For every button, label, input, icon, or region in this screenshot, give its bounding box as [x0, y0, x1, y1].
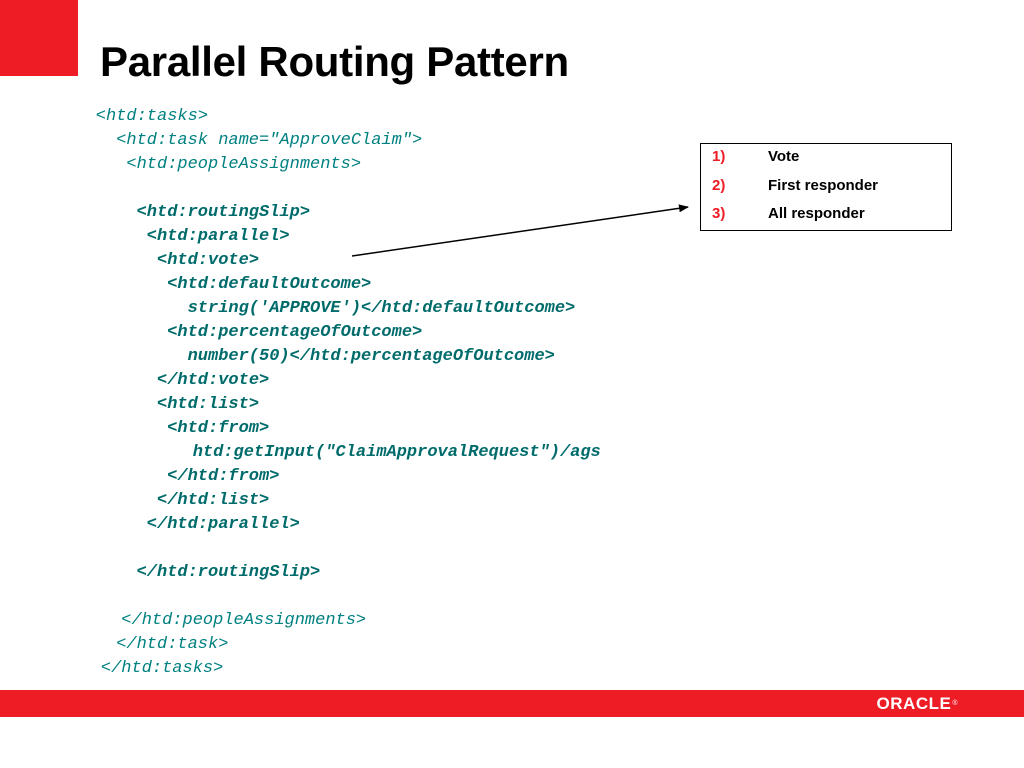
code-line: </htd:peopleAssignments> [121, 611, 367, 630]
code-line: </htd:routingSlip> [136, 563, 321, 582]
code-line: number(50)</htd:percentageOfOutcome> [187, 347, 555, 366]
code-line: <htd:routingSlip> [136, 203, 311, 222]
code-line: </htd:task> [116, 635, 229, 654]
option-number: 1) [712, 148, 726, 165]
code-line: <htd:tasks> [95, 107, 209, 126]
code-line: <htd:parallel> [146, 227, 290, 246]
code-line: </htd:vote> [157, 371, 270, 390]
corner-accent-block [0, 0, 78, 76]
code-line: </htd:from> [167, 467, 280, 486]
code-line: <htd:percentageOfOutcome> [167, 323, 423, 342]
slide-title: Parallel Routing Pattern [100, 38, 569, 85]
code-line: <htd:from> [167, 419, 270, 438]
option-item: 2) First responder [701, 173, 951, 201]
code-line: <htd:list> [157, 395, 260, 414]
option-label: First responder [768, 177, 879, 194]
arrow-line [351, 204, 689, 257]
option-number: 3) [712, 205, 726, 222]
registered-mark: ® [952, 700, 958, 707]
footer-bar: ORACLE® [0, 690, 1024, 717]
code-line: string('APPROVE')</htd:defaultOutcome> [187, 299, 576, 318]
option-number: 2) [712, 177, 726, 194]
code-line: </htd:tasks> [100, 659, 224, 678]
code-line: <htd:defaultOutcome> [167, 275, 372, 294]
option-item: 3) All responder [701, 201, 951, 229]
option-item: 1) Vote [701, 144, 951, 172]
code-line: htd:getInput("ClaimApprovalRequest")/ags [192, 443, 601, 462]
oracle-logo-text: ORACLE [876, 694, 952, 713]
code-line: </htd:list> [157, 491, 270, 510]
routing-options-box: 1) Vote 2) First responder 3) All respon… [700, 143, 952, 231]
code-line: <htd:peopleAssignments> [126, 155, 362, 174]
code-line: <htd:task name="ApproveClaim"> [116, 131, 423, 150]
code-line: </htd:parallel> [146, 515, 300, 534]
code-line: <htd:vote> [157, 251, 260, 270]
option-label: Vote [768, 148, 800, 165]
option-label: All responder [768, 205, 865, 222]
oracle-logo: ORACLE® [877, 694, 958, 713]
